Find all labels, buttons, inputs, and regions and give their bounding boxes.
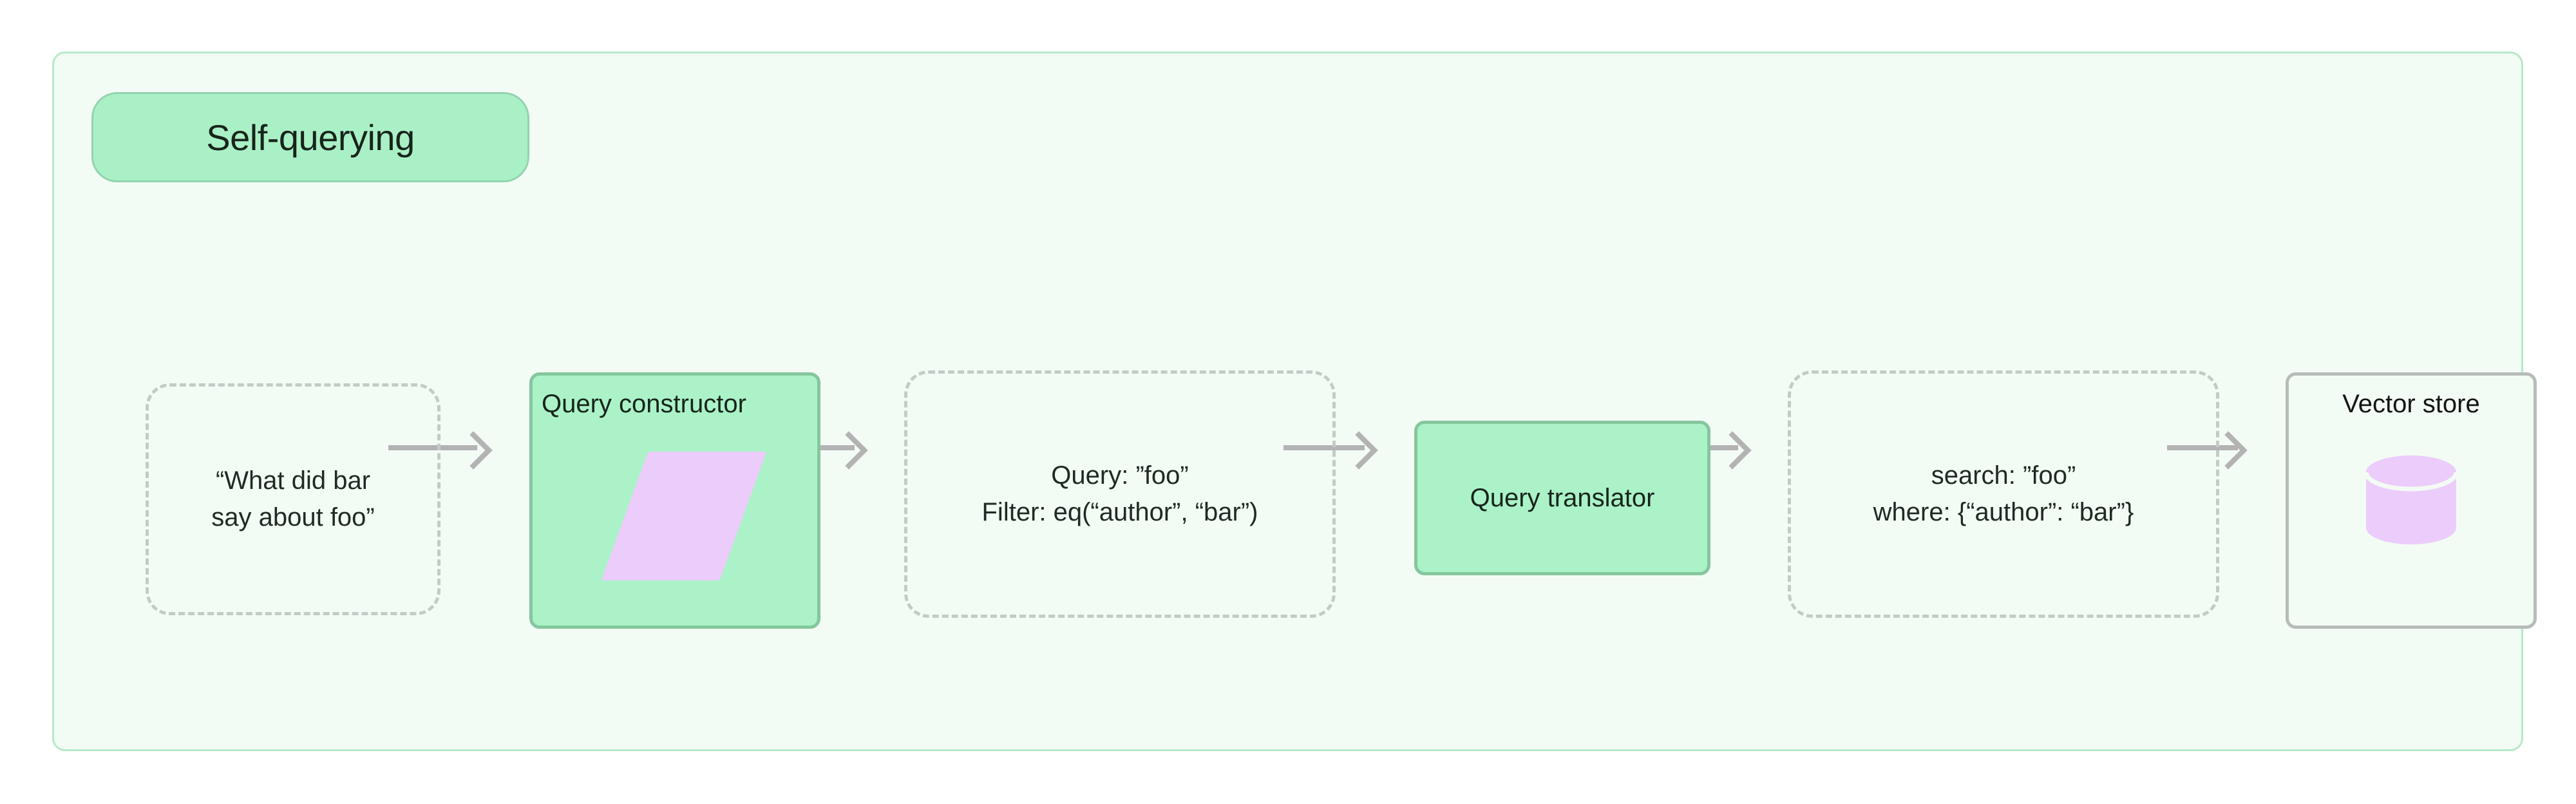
node-query-constructor-label: Query constructor	[542, 390, 746, 418]
node-structured-query-line-1: Query: ”foo”	[1051, 461, 1189, 490]
node-user-question[interactable]: “What did bar say about foo”	[146, 383, 440, 615]
parallelogram-icon	[601, 452, 767, 580]
node-structured-query[interactable]: Query: ”foo” Filter: eq(“author”, “bar”)	[904, 370, 1336, 618]
node-query-translator[interactable]: Query translator	[1414, 421, 1710, 575]
node-search-payload-line-2: where: {“author”: “bar”}	[1873, 498, 2134, 526]
node-search-payload[interactable]: search: ”foo” where: {“author”: “bar”}	[1788, 370, 2219, 618]
node-search-payload-line-1: search: ”foo”	[1931, 461, 2076, 490]
node-user-question-line-1: “What did bar	[215, 466, 371, 495]
edge-search-to-vectorstore	[2167, 445, 2238, 450]
edge-arrowhead-4	[1713, 431, 1752, 470]
subgraph-title-badge: Self-querying	[91, 92, 529, 182]
node-vector-store-label: Vector store	[2342, 390, 2480, 418]
node-query-translator-label: Query translator	[1470, 483, 1655, 512]
edge-arrowhead-3	[1340, 431, 1378, 470]
database-cylinder-svg	[2363, 455, 2459, 544]
edge-question-to-constructor	[388, 445, 477, 450]
edge-arrowhead-1	[454, 431, 493, 470]
node-structured-query-line-2: Filter: eq(“author”, “bar”)	[981, 498, 1258, 526]
edge-arrowhead-2	[829, 431, 868, 470]
node-user-question-line-2: say about foo”	[211, 503, 375, 531]
self-querying-subgraph: Self-querying “What did bar say about fo…	[52, 52, 2537, 751]
edge-query-to-translator	[1283, 445, 1365, 450]
database-cylinder-icon	[2363, 454, 2459, 546]
node-vector-store[interactable]: Vector store	[2286, 372, 2537, 629]
node-query-constructor[interactable]: Query constructor	[529, 372, 820, 629]
